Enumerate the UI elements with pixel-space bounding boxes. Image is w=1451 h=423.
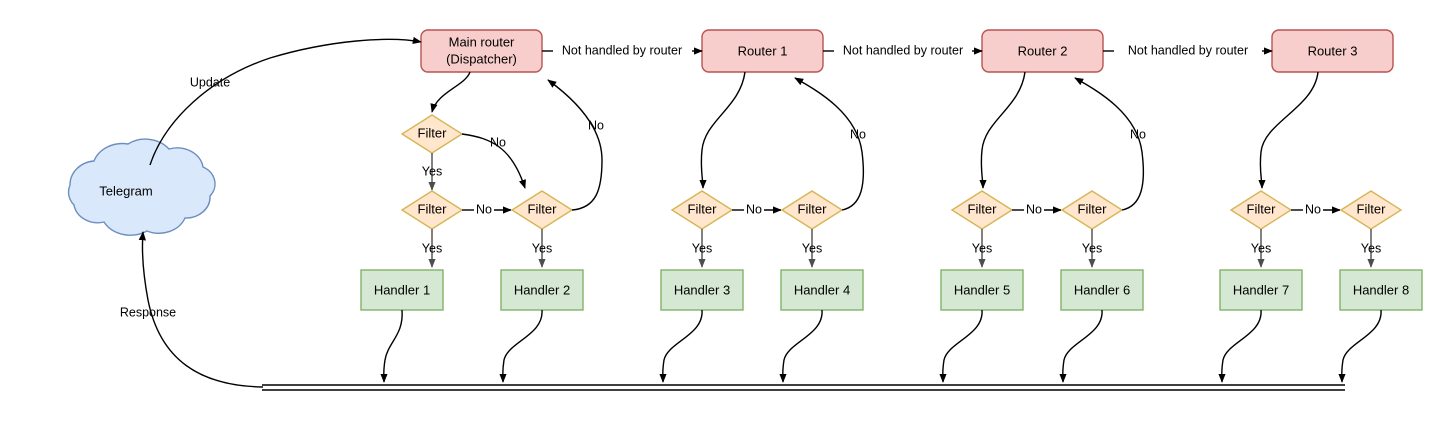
edge-label-yes-9: Yes — [1361, 241, 1381, 255]
handler-2-node[interactable]: Handler 2 — [500, 269, 584, 311]
filter-a1-label: Filter — [418, 125, 448, 140]
filter-b2-node[interactable]: Filter — [780, 190, 844, 230]
edge-label-no-6: No — [1026, 202, 1042, 216]
edge-label-yes-2: Yes — [422, 241, 442, 255]
edge-label-no-1: No — [490, 135, 506, 149]
handler-3-label: Handler 3 — [674, 282, 730, 297]
edge-handler-2-to-bus — [499, 309, 543, 383]
edge-label-no-2: No — [476, 202, 492, 216]
filter-b1-label: Filter — [688, 201, 718, 216]
filter-b1-node[interactable]: Filter — [670, 190, 734, 230]
handler-8-node[interactable]: Handler 8 — [1339, 269, 1423, 311]
edge-label-no-3: No — [588, 118, 604, 132]
edge-handler-6-to-bus — [1059, 309, 1103, 383]
edge-label-no-8: No — [1305, 202, 1321, 216]
edge-label-update: Update — [190, 75, 230, 89]
telegram-cloud-label: Telegram — [99, 183, 152, 198]
edge-handler-8-to-bus — [1338, 309, 1382, 383]
handler-3-node[interactable]: Handler 3 — [660, 269, 744, 311]
edge-label-yes-3: Yes — [532, 241, 552, 255]
edge-filter-a3-no-to-mainrouter — [547, 79, 603, 211]
filter-c1-label: Filter — [968, 201, 998, 216]
edge-update: Update — [149, 36, 422, 166]
filter-a3-label: Filter — [528, 201, 558, 216]
edge-router1-to-filter-b1 — [699, 71, 746, 189]
router-2-node[interactable]: Router 2 — [981, 29, 1104, 73]
handler-2-label: Handler 2 — [514, 282, 570, 297]
filter-c2-label: Filter — [1078, 201, 1108, 216]
filter-a2-label: Filter — [418, 201, 448, 216]
router-3-label: Router 3 — [1308, 43, 1358, 58]
edge-router3-to-filter-d1 — [1258, 71, 1319, 189]
edge-handler-4-to-bus — [779, 309, 823, 383]
handler-6-node[interactable]: Handler 6 — [1060, 269, 1144, 311]
edge-mainrouter-to-filter-a1 — [430, 71, 471, 113]
telegram-cloud[interactable]: Telegram — [67, 138, 216, 236]
router-1-label: Router 1 — [738, 43, 788, 58]
handler-to-bus-edges — [380, 309, 1382, 383]
router-1-node[interactable]: Router 1 — [701, 29, 824, 73]
main-router-label-line2: (Dispatcher) — [446, 51, 517, 66]
edge-label-no-5: No — [850, 127, 866, 141]
handler-7-label: Handler 7 — [1233, 282, 1289, 297]
edge-label-yes-7: Yes — [1082, 241, 1102, 255]
handler-8-label: Handler 8 — [1353, 282, 1409, 297]
edge-response: Response — [120, 231, 264, 388]
edge-handler-3-to-bus — [659, 309, 703, 383]
filter-d1-node[interactable]: Filter — [1229, 190, 1293, 230]
edge-label-not-handled-3: Not handled by router — [1128, 43, 1248, 57]
filter-b2-label: Filter — [798, 201, 828, 216]
filter-a3-node[interactable]: Filter — [510, 190, 574, 230]
edge-label-response: Response — [120, 305, 176, 319]
router-chain-edges: Not handled by router Not handled by rou… — [542, 43, 1273, 57]
router-3-node[interactable]: Router 3 — [1271, 29, 1394, 73]
router-2-label: Router 2 — [1018, 43, 1068, 58]
handler-1-label: Handler 1 — [374, 282, 430, 297]
handler-5-node[interactable]: Handler 5 — [940, 269, 1024, 311]
edge-label-yes-4: Yes — [692, 241, 712, 255]
handler-4-label: Handler 4 — [794, 282, 850, 297]
handler-4-node[interactable]: Handler 4 — [780, 269, 864, 311]
edge-label-yes-6: Yes — [972, 241, 992, 255]
edge-label-yes-8: Yes — [1251, 241, 1271, 255]
main-router-node[interactable]: Main router (Dispatcher) — [420, 29, 543, 73]
edge-label-not-handled-1: Not handled by router — [562, 43, 682, 57]
handler-6-label: Handler 6 — [1074, 282, 1130, 297]
edge-label-no-7: No — [1130, 127, 1146, 141]
edge-filter-b2-no-to-router1 — [794, 77, 865, 211]
edge-label-yes-1: Yes — [422, 164, 442, 178]
edge-label-no-4: No — [746, 202, 762, 216]
main-router-label-line1: Main router — [449, 34, 515, 49]
filter-d2-node[interactable]: Filter — [1339, 190, 1403, 230]
handler-1-node[interactable]: Handler 1 — [360, 269, 444, 311]
edge-filter-a1-no — [461, 133, 526, 189]
edge-label-yes-5: Yes — [802, 241, 822, 255]
edge-handler-5-to-bus — [939, 309, 983, 383]
handler-5-label: Handler 5 — [954, 282, 1010, 297]
filter-a1-node[interactable]: Filter — [400, 114, 464, 154]
handler-7-node[interactable]: Handler 7 — [1219, 269, 1303, 311]
filter-a2-node[interactable]: Filter — [400, 190, 464, 230]
response-bus — [262, 384, 1345, 391]
edge-filter-c2-no-to-router2 — [1074, 77, 1145, 211]
filter-c1-node[interactable]: Filter — [950, 190, 1014, 230]
edge-router2-to-filter-c1 — [979, 71, 1026, 189]
edge-handler-1-to-bus — [380, 309, 403, 383]
filter-c2-node[interactable]: Filter — [1060, 190, 1124, 230]
filter-d2-label: Filter — [1357, 201, 1387, 216]
edge-label-not-handled-2: Not handled by router — [843, 43, 963, 57]
filter-d1-label: Filter — [1247, 201, 1277, 216]
edge-handler-7-to-bus — [1218, 309, 1262, 383]
